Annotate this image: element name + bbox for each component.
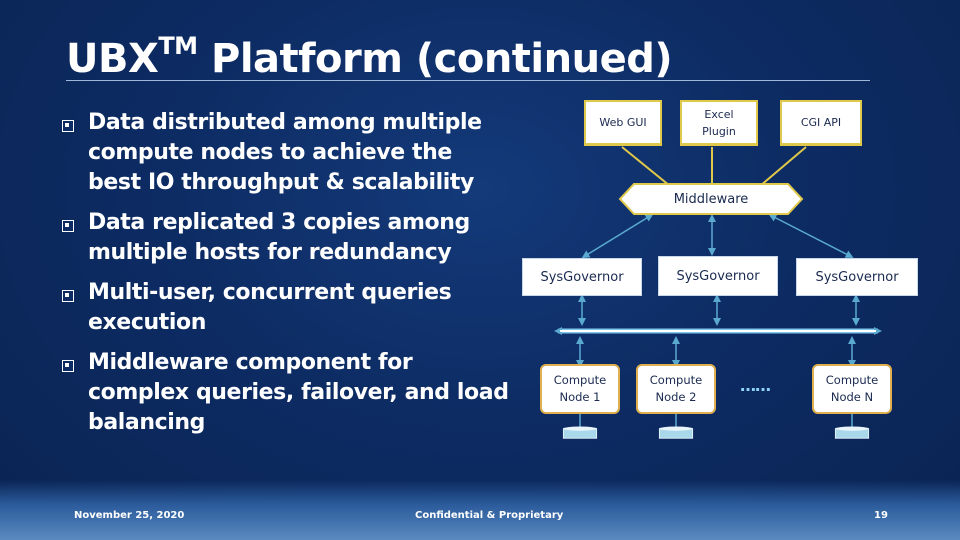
disk-icon: [658, 426, 694, 439]
connector-webgui: [621, 146, 671, 187]
middleware-label: Middleware: [673, 191, 749, 207]
footer-confidential: Confidential & Proprietary: [415, 510, 564, 521]
slide-title: UBXTM Platform (continued): [66, 32, 673, 82]
bottom-glow: [0, 480, 960, 540]
disk-icon: [562, 426, 598, 439]
bullet-box-icon: [62, 120, 74, 132]
arrow-mw-gov3: [768, 214, 854, 258]
bullet-list: Data distributed among multiple compute …: [60, 108, 510, 448]
web-gui-box: Web GUI: [584, 100, 662, 146]
sys-governor-1: SysGovernor: [522, 258, 642, 296]
bullet-item: Data distributed among multiple compute …: [60, 108, 510, 198]
compute-node-n: Compute Node N: [812, 364, 892, 414]
middleware-shape: [618, 183, 804, 215]
cgi-api-box: CGI API: [780, 100, 862, 146]
bullet-box-icon: [62, 290, 74, 302]
bullet-item: Multi-user, concurrent queries execution: [60, 278, 510, 338]
ellipsis-dots: ……: [740, 376, 771, 395]
page-number: 19: [874, 510, 888, 521]
excel-plugin-box: Excel Plugin: [680, 100, 758, 146]
compute-node-2: Compute Node 2: [636, 364, 716, 414]
bullet-box-icon: [62, 360, 74, 372]
disk-icon: [834, 426, 870, 439]
sys-governor-3: SysGovernor: [796, 258, 918, 296]
bullet-item: Middleware component for complex queries…: [60, 348, 510, 438]
bullet-item: Data replicated 3 copies among multiple …: [60, 208, 510, 268]
middleware-component: Middleware: [620, 183, 802, 215]
arrow-mw-gov1: [581, 213, 654, 259]
footer-date: November 25, 2020: [74, 510, 185, 521]
sys-governor-2: SysGovernor: [658, 256, 778, 296]
connector-cgi: [759, 146, 807, 187]
compute-node-1: Compute Node 1: [540, 364, 620, 414]
title-underline: [66, 80, 870, 81]
bullet-box-icon: [62, 220, 74, 232]
